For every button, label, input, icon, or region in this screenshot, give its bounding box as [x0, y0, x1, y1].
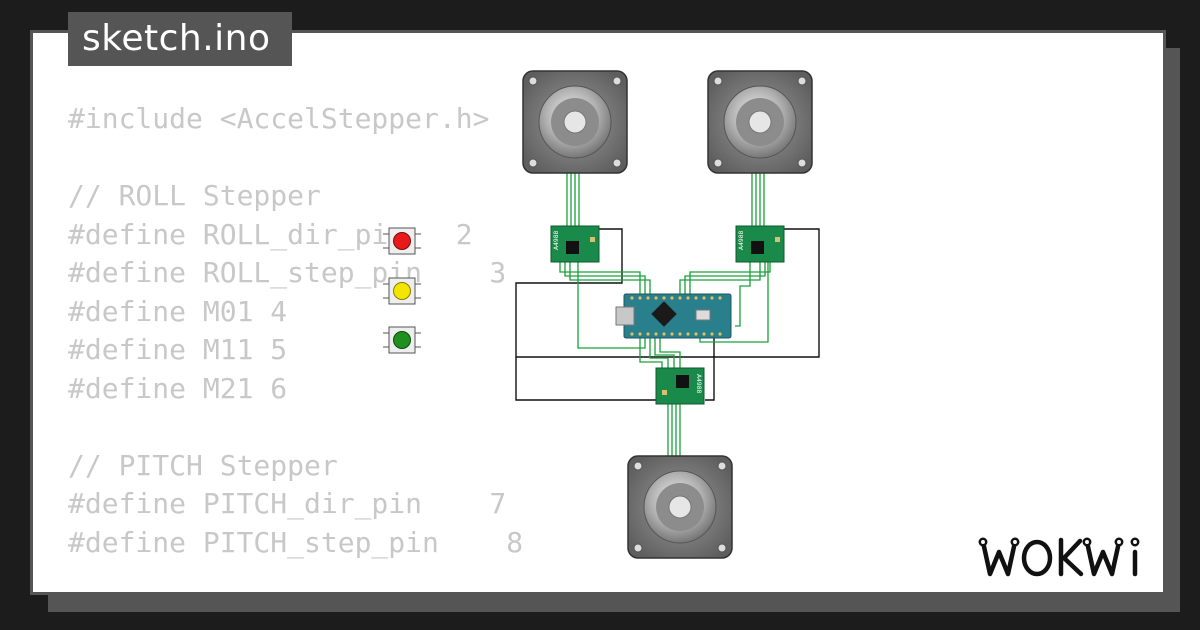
- driver-label: A4988: [738, 230, 745, 250]
- stepper-motor-roll[interactable]: [522, 70, 628, 174]
- pushbutton-red[interactable]: [383, 227, 421, 255]
- driver-label: A4988: [553, 230, 560, 250]
- a4988-driver-2[interactable]: A4988: [735, 225, 785, 263]
- a4988-driver-1[interactable]: A4988: [550, 225, 600, 263]
- code-line: // ROLL Stepper: [68, 179, 321, 212]
- code-line: #define M01 4: [68, 294, 288, 328]
- a4988-driver-3[interactable]: A4988: [655, 367, 705, 405]
- code-line: #define PITCH_step_pin 8: [68, 525, 524, 559]
- pushbutton-yellow[interactable]: [383, 277, 421, 305]
- code-line: #define M21 6: [68, 371, 288, 405]
- filename-label: sketch.ino: [82, 18, 271, 59]
- wokwi-logo: [978, 537, 1140, 577]
- driver-label: A4988: [695, 374, 702, 394]
- stepper-motor-yaw[interactable]: [627, 455, 733, 559]
- code-line: #define M11 5: [68, 333, 288, 366]
- stepper-motor-pitch[interactable]: [707, 70, 813, 174]
- filename-tab[interactable]: sketch.ino: [68, 12, 293, 66]
- pushbutton-green[interactable]: [383, 326, 421, 354]
- code-line: #define ROLL_dir_pin 2: [68, 217, 473, 251]
- green-wires: [559, 172, 771, 456]
- code-line: #include <AccelStepper.h>: [68, 102, 490, 135]
- code-line: // PITCH Stepper: [68, 448, 338, 482]
- code-line: #define ROLL_step_pin 3: [68, 256, 507, 289]
- arduino-nano-board[interactable]: [615, 293, 732, 339]
- black-wires: [515, 228, 820, 401]
- code-editor[interactable]: #include <AccelStepper.h> // ROLL Stepper…: [68, 100, 523, 562]
- code-line: #define PITCH_dir_pin 7: [68, 487, 507, 520]
